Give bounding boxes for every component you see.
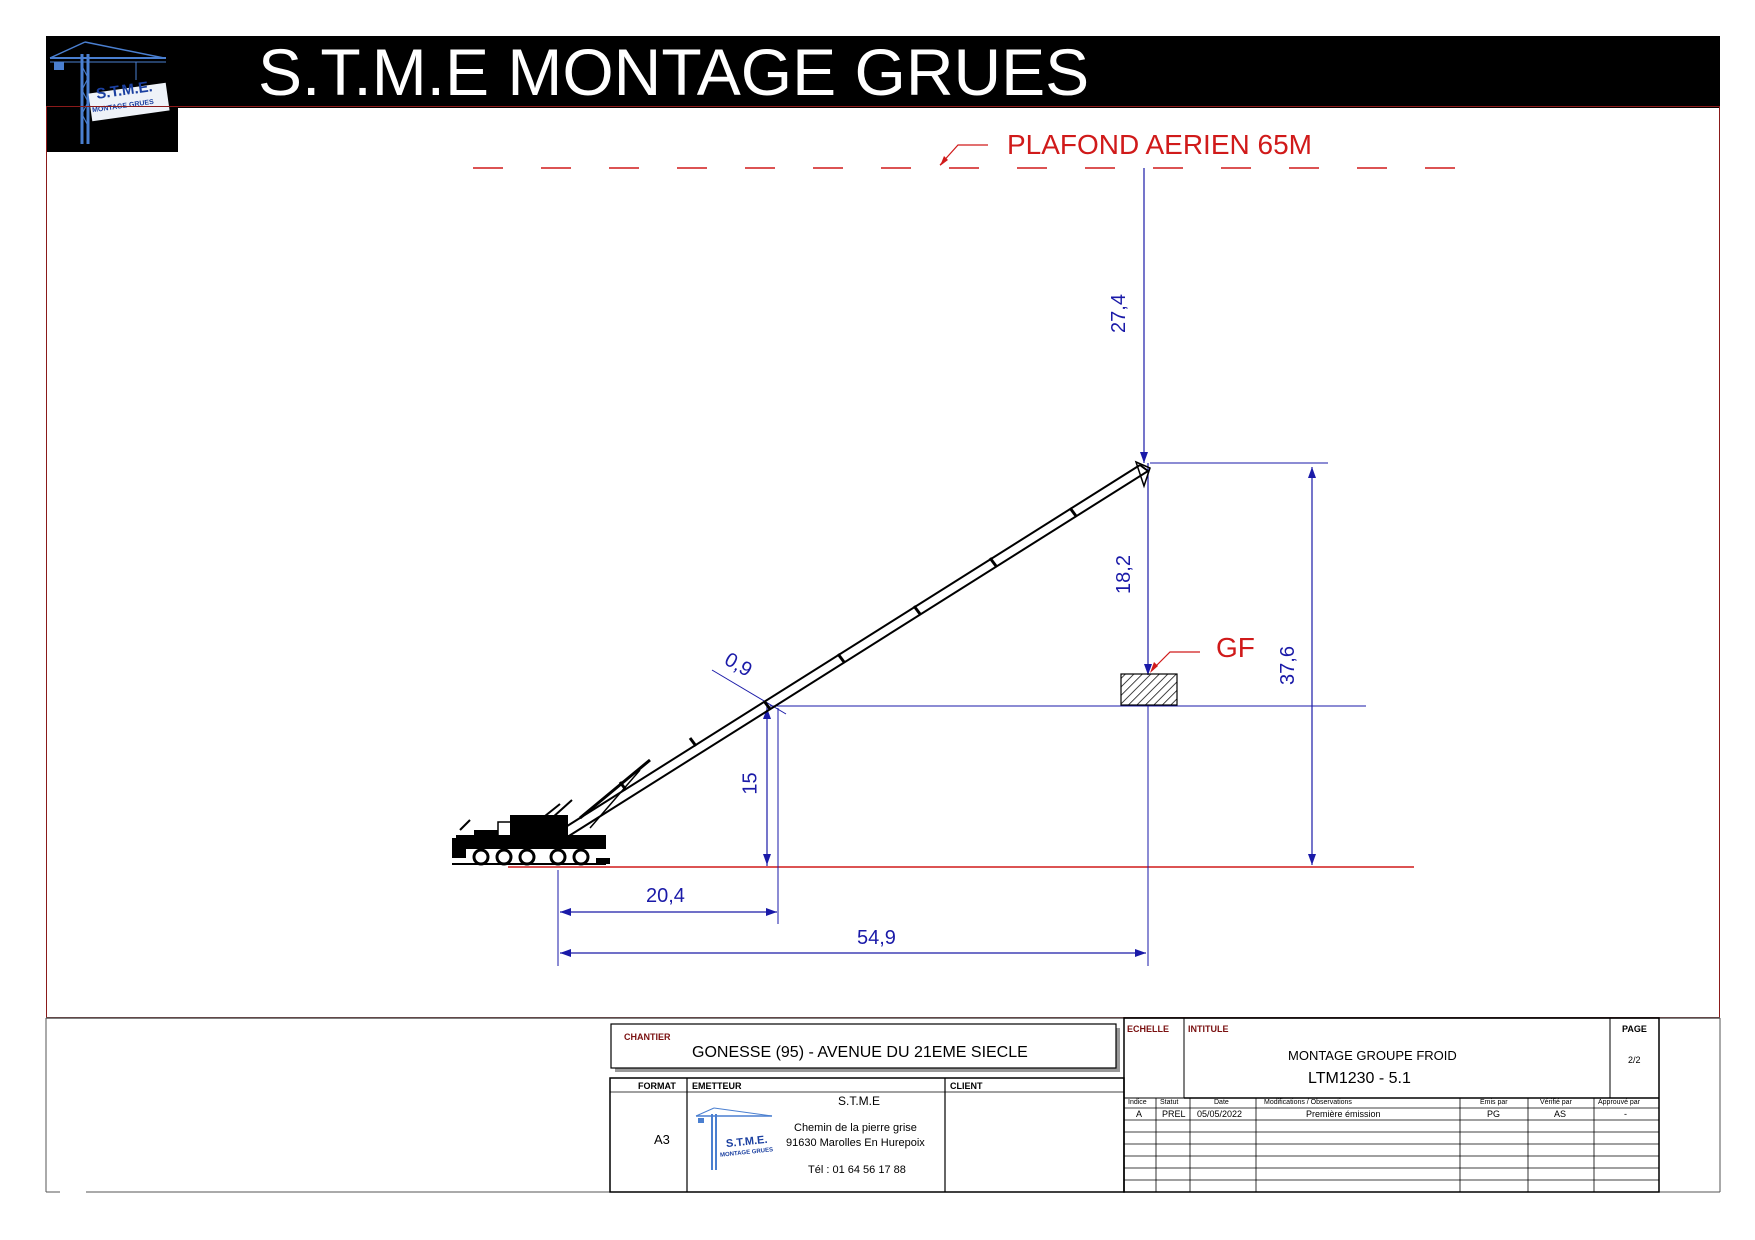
crane-carrier: [452, 799, 610, 866]
dim-load-radius: 54,9: [857, 927, 896, 949]
page-label: PAGE: [1622, 1024, 1647, 1034]
rev-header-date: Date: [1214, 1099, 1229, 1106]
rev-cell-emis: PG: [1487, 1109, 1501, 1119]
client-label: CLIENT: [950, 1081, 983, 1091]
emetteur-logo: [695, 1107, 773, 1170]
load-leader: [1151, 651, 1200, 671]
ceiling-label: PLAFOND AERIEN 65M: [1007, 129, 1312, 160]
ceiling-leader-arrow: [940, 156, 948, 166]
header-bar: [46, 36, 1720, 108]
rev-cell-indice: A: [1136, 1109, 1143, 1119]
rev-header-statut: Statut: [1160, 1099, 1179, 1106]
rev-cell-modifications: Première émission: [1306, 1109, 1381, 1119]
emetteur-name: S.T.M.E: [838, 1094, 881, 1108]
rev-header-approuve: Approuvé par: [1598, 1099, 1641, 1106]
rev-cell-date: 05/05/2022: [1197, 1109, 1243, 1119]
chantier-label: CHANTIER: [624, 1032, 671, 1042]
intitule-line1: MONTAGE GROUPE FROID: [1288, 1048, 1457, 1063]
rev-header-emis: Emis par: [1480, 1099, 1508, 1106]
rev-header-verifie: Vérifié par: [1540, 1099, 1572, 1106]
rev-cell-statut: PREL: [1162, 1109, 1186, 1119]
emetteur-address2: 91630 Marolles En Hurepoix: [786, 1137, 925, 1149]
page-title: S.T.M.E MONTAGE GRUES: [258, 35, 1090, 109]
crane-boom: [544, 460, 1151, 847]
emetteur-address1: Chemin de la pierre grise: [794, 1122, 917, 1134]
rev-cell-approuve: -: [1624, 1109, 1627, 1119]
company-logo: [46, 36, 178, 152]
rev-header-modifications: Modifications / Observations: [1264, 1099, 1352, 1106]
format-value: A3: [654, 1132, 670, 1147]
format-label: FORMAT: [638, 1081, 676, 1091]
emetteur-label: EMETTEUR: [692, 1081, 742, 1091]
intitule-label: INTITULE: [1188, 1024, 1229, 1034]
rev-header-indice: Indice: [1128, 1099, 1147, 1106]
chantier-value: GONESSE (95) - AVENUE DU 21EME SIECLE: [692, 1044, 1028, 1061]
page-value: 2/2: [1628, 1055, 1641, 1065]
dim-pivot-radius: 20,4: [646, 885, 685, 907]
emetteur-phone: Tél : 01 64 56 17 88: [808, 1164, 906, 1176]
load-block: [1120, 673, 1178, 706]
rev-cell-verifie: AS: [1554, 1109, 1567, 1119]
echelle-label: ECHELLE: [1127, 1024, 1170, 1034]
intitule-line2: LTM1230 - 5.1: [1308, 1070, 1411, 1087]
load-label: GF: [1216, 632, 1255, 663]
crane-logo-icon: [46, 36, 178, 152]
